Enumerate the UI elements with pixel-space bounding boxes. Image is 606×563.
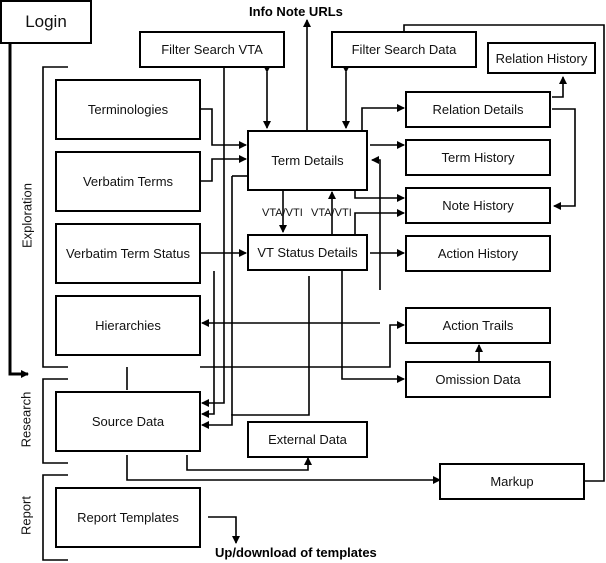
verbatim-terms-label: Verbatim Terms — [82, 174, 174, 189]
external-data-box[interactable]: External Data — [247, 421, 368, 458]
action-history-box[interactable]: Action History — [405, 235, 551, 272]
section-report: Report — [18, 495, 34, 536]
login-box[interactable]: Login — [0, 0, 92, 44]
report-bracket — [42, 474, 68, 561]
note-history-box[interactable]: Note History — [405, 187, 551, 224]
filter-search-vta-box[interactable]: Filter Search VTA — [139, 31, 285, 68]
relation-details-box[interactable]: Relation Details — [405, 91, 551, 128]
section-exploration: Exploration — [19, 182, 35, 249]
filter-search-data-box[interactable]: Filter Search Data — [331, 31, 477, 68]
terminologies-box[interactable]: Terminologies — [55, 79, 201, 140]
login-label: Login — [25, 12, 67, 31]
term-history-label: Term History — [441, 150, 515, 165]
omission-data-box[interactable]: Omission Data — [405, 361, 551, 398]
login-arrow — [8, 43, 29, 378]
section-research: Research — [18, 391, 34, 448]
terminologies-label: Terminologies — [87, 102, 169, 117]
verbatim-term-status-box[interactable]: Verbatim Term Status — [55, 223, 201, 284]
verbatim-term-status-label: Verbatim Term Status — [65, 246, 191, 261]
vt-status-details-label: VT Status Details — [257, 245, 358, 260]
up-download-templates-label: Up/download of templates — [215, 545, 377, 560]
source-data-label: Source Data — [91, 414, 165, 429]
term-history-box[interactable]: Term History — [405, 139, 551, 176]
note-history-label: Note History — [442, 198, 514, 213]
relation-details-label: Relation Details — [432, 102, 524, 117]
filter-search-vta-label: Filter Search VTA — [161, 42, 263, 57]
markup-box[interactable]: Markup — [439, 463, 585, 500]
research-bracket — [42, 378, 68, 464]
term-details-box[interactable]: Term Details — [247, 130, 368, 191]
markup-label: Markup — [490, 474, 534, 489]
external-data-label: External Data — [268, 432, 347, 447]
omission-data-label: Omission Data — [435, 372, 521, 387]
action-trails-box[interactable]: Action Trails — [405, 307, 551, 344]
action-trails-label: Action Trails — [442, 318, 514, 333]
report-templates-label: Report Templates — [77, 510, 179, 525]
report-templates-box[interactable]: Report Templates — [55, 487, 201, 548]
vt-status-details-box[interactable]: VT Status Details — [247, 234, 368, 271]
hierarchies-box[interactable]: Hierarchies — [55, 295, 201, 356]
hierarchies-label: Hierarchies — [95, 318, 161, 333]
verbatim-terms-box[interactable]: Verbatim Terms — [55, 151, 201, 212]
action-history-label: Action History — [437, 246, 519, 261]
info-note-urls-label: Info Note URLs — [249, 4, 343, 19]
exploration-bracket — [42, 66, 68, 368]
source-data-box[interactable]: Source Data — [55, 391, 201, 452]
relation-history-box[interactable]: Relation History — [487, 42, 596, 74]
filter-search-data-label: Filter Search Data — [351, 42, 457, 57]
edge-label-vta-vti-down: VTA/VTI — [262, 207, 303, 219]
term-details-label: Term Details — [271, 153, 344, 168]
edge-label-vta-vti-up: VTA/VTI — [311, 207, 352, 219]
relation-history-label: Relation History — [495, 50, 588, 66]
